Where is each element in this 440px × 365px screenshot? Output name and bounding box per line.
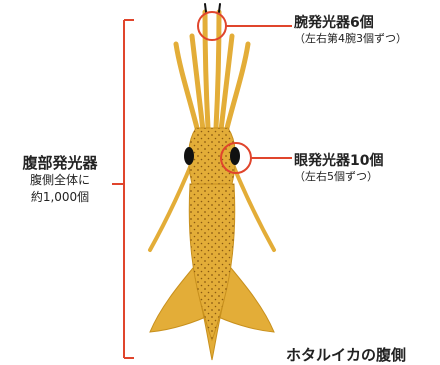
left-eye <box>184 147 194 165</box>
squid-mantle <box>188 183 236 342</box>
squid-arms <box>173 3 251 135</box>
belly-photophore-line2: 約1,000個 <box>30 190 90 204</box>
diagram-caption: ホタルイカの腹側 <box>286 346 407 364</box>
arm-photophore-label: 腕発光器6個 （左右第4腕3個ずつ） <box>294 14 407 46</box>
belly-photophore-title: 腹部発光器 <box>22 154 98 172</box>
belly-photophore-label: 腹部発光器 腹側全体に 約1,000個 <box>8 154 112 206</box>
arm-photophore-title: 腕発光器6個 <box>294 15 374 31</box>
eye-photophore-callout <box>220 142 292 174</box>
belly-photophore-line1: 腹側全体に <box>29 173 90 187</box>
right-eye <box>230 147 240 165</box>
eye-photophore-title: 眼発光器10個 <box>294 153 384 169</box>
arm-photophore-callout <box>197 11 292 41</box>
eye-photophore-detail: （左右5個ずつ） <box>294 170 378 183</box>
eye-photophore-label: 眼発光器10個 （左右5個ずつ） <box>294 152 383 184</box>
arm-photophore-detail: （左右第4腕3個ずつ） <box>294 32 407 45</box>
squid-head <box>184 127 240 185</box>
belly-photophore-bracket <box>112 19 134 359</box>
